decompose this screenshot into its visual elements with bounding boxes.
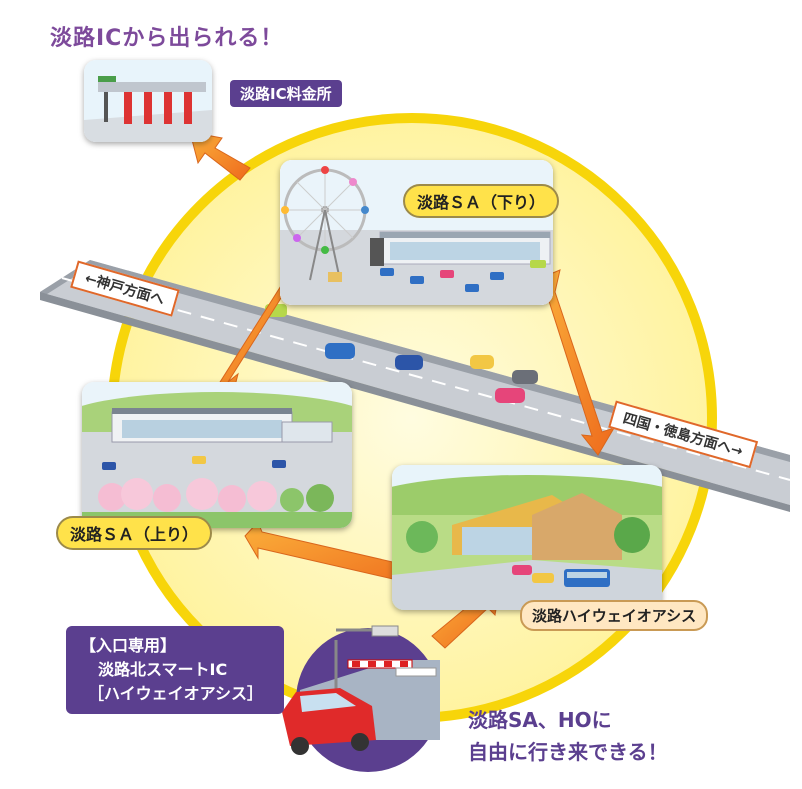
panel-ic-tollgate bbox=[84, 60, 212, 142]
label-sa-down: 淡路ＳＡ（下り） bbox=[403, 184, 560, 218]
panel-sa-down bbox=[280, 160, 553, 305]
free-access-note: 淡路SA、HOに 自由に行き来できる！ bbox=[468, 704, 668, 768]
cherry-trees bbox=[98, 478, 334, 513]
panel-sa-up bbox=[82, 382, 352, 528]
smart-ic-entry-box: 【入口専用】 淡路北スマートIC ［ハイウェイオアシス］ bbox=[66, 626, 284, 714]
highway-cars bbox=[265, 304, 538, 403]
note-line-1: 淡路SA、HOに bbox=[468, 708, 612, 732]
sa-down-illustration bbox=[280, 160, 553, 305]
entry-only-label: 【入口専用】 bbox=[80, 636, 177, 655]
sa-up-illustration bbox=[82, 382, 352, 528]
note-line-2: 自由に行き来できる！ bbox=[468, 740, 668, 764]
label-highway-oasis: 淡路ハイウェイオアシス bbox=[520, 600, 709, 631]
label-ic-tollgate: 淡路IC料金所 bbox=[230, 80, 342, 107]
red-car bbox=[282, 688, 376, 755]
smart-ic-name: 淡路北スマートIC bbox=[98, 660, 228, 679]
panel-highway-oasis bbox=[392, 465, 662, 610]
highway-oasis-illustration bbox=[392, 465, 662, 610]
label-sa-up: 淡路ＳＡ（上り） bbox=[56, 516, 213, 550]
tollgate-illustration bbox=[84, 60, 212, 142]
ferris-wheel bbox=[281, 166, 369, 281]
headline: 淡路ICから出られる！ bbox=[50, 26, 284, 51]
smart-ic-subname: ［ハイウェイオアシス］ bbox=[88, 684, 264, 703]
